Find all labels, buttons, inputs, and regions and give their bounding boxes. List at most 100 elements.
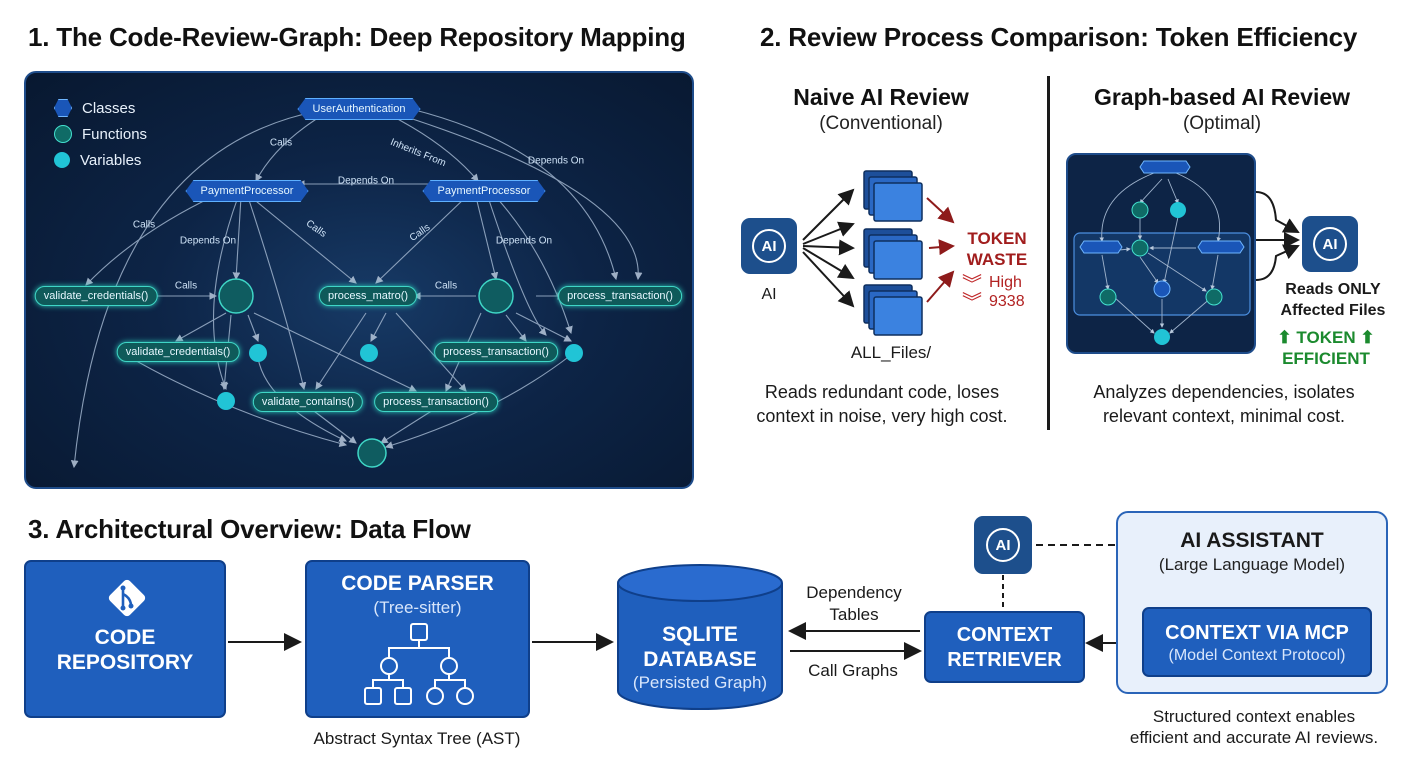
- context-via-mcp-box: CONTEXT VIA MCP (Model Context Protocol): [1142, 607, 1372, 677]
- db-line2: DATABASE: [643, 648, 757, 671]
- variable-dot-icon: [54, 152, 70, 168]
- edge-label: Calls: [132, 219, 156, 231]
- ai-chip-icon: AI: [752, 229, 786, 263]
- token-waste-line1: TOKEN: [967, 229, 1027, 248]
- assistant-subtitle: (Large Language Model): [1158, 555, 1346, 574]
- code-repository-box: CODE REPOSITORY: [24, 560, 226, 718]
- reads-only-line2: Affected Files: [1280, 302, 1386, 319]
- chevron-down-warning-icon: ︾︾: [962, 274, 982, 314]
- reads-only-label: Reads ONLY Affected Files: [1281, 279, 1386, 321]
- repository-graph-panel: Classes Functions Variables UserAuthenti…: [24, 71, 694, 489]
- retriever-line2: RETRIEVER: [947, 649, 1062, 671]
- repo-line1: CODE: [94, 626, 156, 649]
- section3-title: 3. Architectural Overview: Data Flow: [28, 514, 471, 544]
- edge-label: Depends On: [495, 235, 553, 247]
- graph-desc-line2: relevant context, minimal cost.: [1102, 406, 1346, 426]
- ai-chip-icon: AI: [1313, 227, 1347, 261]
- legend-classes: Classes: [82, 99, 136, 117]
- edge-label: Calls: [174, 280, 198, 292]
- naive-review-heading: Naive AI Review: [793, 84, 969, 110]
- ai-assistant-panel: AI ASSISTANT (Large Language Model) CONT…: [1116, 511, 1388, 694]
- code-parser-box: CODE PARSER (Tree-sitter): [305, 560, 530, 718]
- context-retriever-box: CONTEXT RETRIEVER: [924, 611, 1085, 683]
- naive-ai-label: AI: [761, 286, 777, 303]
- dep-tables-line1: Dependency: [806, 583, 902, 602]
- call-graphs-label: Call Graphs: [808, 661, 898, 680]
- function-node-validate-credentials[interactable]: validate_credentials(): [116, 342, 240, 362]
- token-efficient-line2: EFFICIENT: [1282, 349, 1370, 368]
- high-cost-label: High 9338: [989, 273, 1025, 311]
- dep-tables-line2: Tables: [829, 605, 879, 624]
- naive-desc-line1: Reads redundant code, loses: [764, 382, 1000, 402]
- graph-desc-line1: Analyzes dependencies, isolates: [1093, 382, 1355, 402]
- function-node-validate-contains[interactable]: validate_contalns(): [252, 392, 364, 412]
- comparison-divider: [1047, 76, 1050, 430]
- function-circle-nodes: [218, 278, 514, 468]
- graph-description: Analyzes dependencies, isolates relevant…: [1059, 380, 1389, 428]
- arrow-up-icon: ⬆: [1277, 328, 1292, 347]
- graph-ai-badge: AI: [1302, 216, 1358, 272]
- file-folder-stack-icon: [863, 170, 923, 336]
- edge-label: Depends On: [337, 175, 395, 187]
- assistant-footer: Structured context enables efficient and…: [1130, 706, 1378, 748]
- graph-legend: Classes Functions Variables: [54, 95, 147, 173]
- mcp-title: CONTEXT VIA MCP: [1165, 622, 1349, 644]
- naive-ai-badge: AI: [741, 218, 797, 274]
- section1-title: 1. The Code-Review-Graph: Deep Repositor…: [28, 22, 686, 52]
- sqlite-database-label: SQLITE DATABASE: [615, 622, 785, 672]
- graph-edges: [70, 108, 643, 469]
- ai-chip-icon: AI: [986, 528, 1020, 562]
- footer-line1: Structured context enables: [1152, 707, 1356, 726]
- mini-graph-panel: [1066, 153, 1256, 354]
- retriever-line1: CONTEXT: [956, 624, 1053, 646]
- high-label: High: [989, 274, 1022, 291]
- function-node-process-matro[interactable]: process_matro(): [318, 286, 418, 306]
- function-circle-icon: [54, 125, 72, 143]
- parser-title: CODE PARSER: [341, 572, 494, 595]
- legend-variables: Variables: [80, 151, 142, 169]
- all-files-label: ALL_Files/: [850, 343, 932, 362]
- class-node-payment-processor-right[interactable]: PaymentProcessor: [423, 180, 546, 202]
- section2-title: 2. Review Process Comparison: Token Effi…: [760, 22, 1358, 52]
- function-node-process-transaction[interactable]: process_transaction(): [374, 392, 498, 412]
- class-node-user-authentication[interactable]: UserAuthentication: [298, 98, 421, 120]
- graph-review-heading: Graph-based AI Review: [1093, 84, 1351, 110]
- function-node-process-transaction[interactable]: process_transaction(): [434, 342, 558, 362]
- function-node-process-transaction[interactable]: process_transaction(): [558, 286, 682, 306]
- mcp-subtitle: (Model Context Protocol): [1168, 647, 1346, 664]
- ast-tree-icon: [364, 623, 474, 705]
- edge-label: Depends On: [179, 235, 237, 247]
- ast-caption: Abstract Syntax Tree (AST): [313, 729, 521, 748]
- graph-to-ai-arrows: [1255, 191, 1300, 281]
- db-line1: SQLITE: [662, 623, 738, 646]
- retriever-ai-badge: AI: [974, 516, 1032, 574]
- naive-fanout-arrows: [802, 188, 955, 308]
- assistant-title: AI ASSISTANT: [1180, 529, 1324, 552]
- repo-line2: REPOSITORY: [56, 651, 194, 674]
- parser-subtitle: (Tree-sitter): [373, 598, 462, 617]
- function-node-validate-credentials[interactable]: validate_credentials(): [34, 286, 158, 306]
- footer-line2: efficient and accurate AI reviews.: [1129, 728, 1379, 747]
- token-waste-label: TOKEN WASTE: [967, 228, 1027, 270]
- token-efficient-line1: TOKEN: [1296, 328, 1356, 347]
- edge-label: Calls: [434, 280, 458, 292]
- graph-review-subheading: (Optimal): [1182, 113, 1262, 134]
- naive-review-subheading: (Conventional): [819, 113, 943, 134]
- edge-label: Calls: [269, 137, 293, 149]
- arrow-up-icon: ⬆: [1360, 328, 1375, 347]
- mini-graph: [1073, 160, 1251, 345]
- naive-desc-line2: context in noise, very high cost.: [756, 406, 1008, 426]
- class-node-payment-processor-left[interactable]: PaymentProcessor: [186, 180, 309, 202]
- token-waste-line2: WASTE: [966, 250, 1028, 269]
- git-icon: [108, 579, 146, 617]
- edge-label: Depends On: [527, 155, 585, 167]
- reads-only-line1: Reads ONLY: [1285, 281, 1381, 298]
- db-subtitle: (Persisted Graph): [632, 673, 768, 692]
- variable-nodes: [217, 344, 583, 410]
- legend-functions: Functions: [82, 125, 148, 143]
- high-value: 9338: [989, 293, 1025, 310]
- dependency-tables-label: Dependency Tables: [806, 582, 901, 626]
- class-hex-icon: [54, 99, 72, 117]
- database-cylinder-icon: [617, 564, 783, 710]
- token-efficient-label: ⬆ TOKEN ⬆ EFFICIENT: [1277, 327, 1374, 369]
